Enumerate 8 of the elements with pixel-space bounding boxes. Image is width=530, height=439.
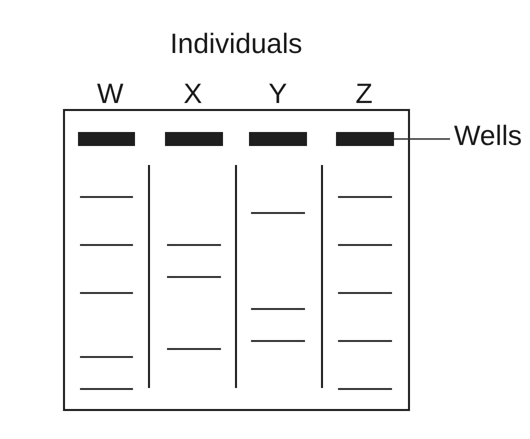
lane-label: Y <box>268 80 288 108</box>
lane-label: Z <box>356 80 373 108</box>
heading-label: Individuals <box>170 30 302 58</box>
callout-label: Wells <box>454 122 522 150</box>
lane-label: W <box>97 80 124 108</box>
well-bar <box>336 132 394 146</box>
lane-label: X <box>184 80 202 108</box>
leader-line <box>394 138 450 140</box>
